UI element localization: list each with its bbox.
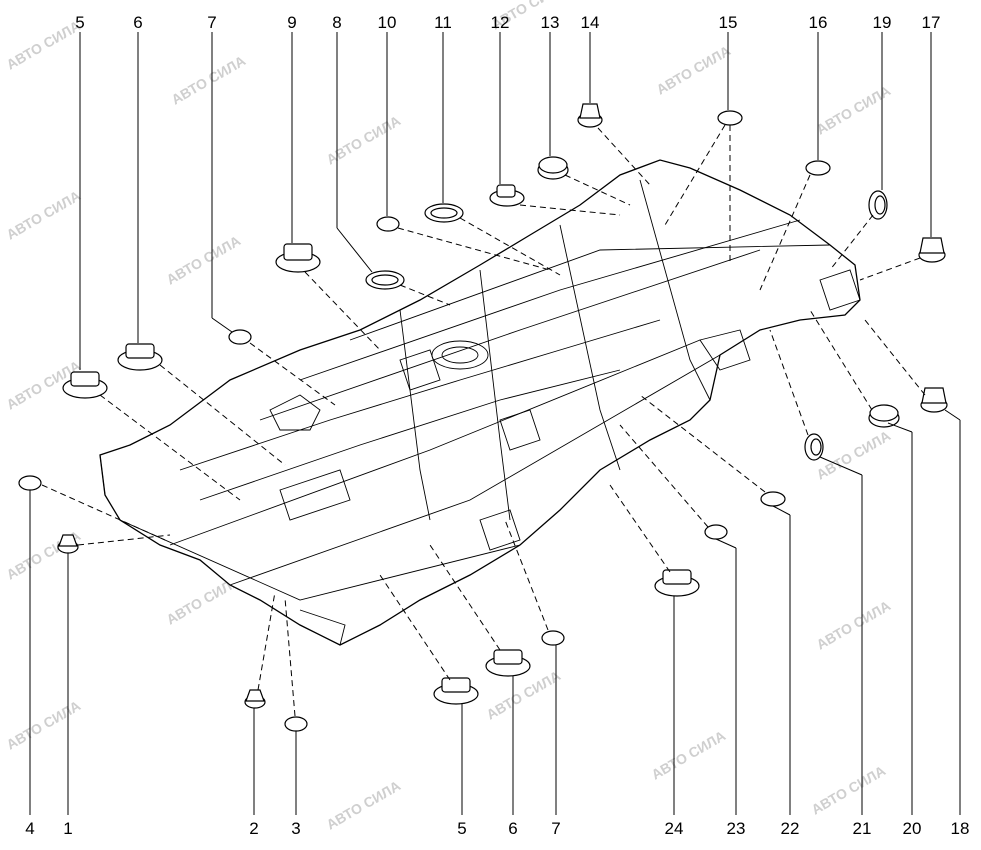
- plug-13: [537, 156, 569, 180]
- watermark: АВТО СИЛА: [484, 667, 564, 722]
- plug-22: [760, 491, 786, 507]
- watermark: АВТО СИЛА: [814, 82, 894, 137]
- top-labels: 5 6 7 9 8 10 11 12 13 14 15 16 19 17: [75, 13, 940, 32]
- watermark: АВТО СИЛА: [4, 697, 84, 752]
- callout-label: 1: [63, 819, 72, 838]
- callout-label: 11: [434, 13, 452, 32]
- plug-20: [868, 404, 900, 428]
- watermark: АВТО СИЛА: [324, 112, 404, 167]
- callout-label: 7: [207, 13, 216, 32]
- watermark: АВТО СИЛА: [654, 42, 734, 97]
- plug-23: [704, 524, 728, 540]
- plug-6-top: [117, 343, 163, 371]
- callout-label: 21: [853, 819, 872, 838]
- callout-label: 6: [508, 819, 517, 838]
- callout-label: 13: [541, 13, 560, 32]
- plug-17: [918, 237, 946, 263]
- callout-label: 20: [903, 819, 922, 838]
- plug-11: [424, 203, 464, 223]
- plug-3: [284, 716, 308, 732]
- callout-label: 3: [291, 819, 300, 838]
- watermark: АВТО СИЛА: [809, 762, 889, 817]
- plug-5-bottom: [433, 677, 479, 705]
- plug-8: [365, 270, 405, 290]
- plug-16: [805, 160, 831, 176]
- leader-lines: [29, 32, 961, 815]
- callout-label: 2: [249, 819, 258, 838]
- callout-label: 18: [951, 819, 970, 838]
- callout-label: 7: [551, 819, 560, 838]
- callout-label: 5: [457, 819, 466, 838]
- callout-label: 4: [25, 819, 34, 838]
- callout-label: 22: [781, 819, 800, 838]
- watermark: АВТО СИЛА: [164, 232, 244, 287]
- callout-label: 15: [719, 13, 738, 32]
- plug-24: [654, 569, 700, 597]
- bottom-labels: 4 1 2 3 5 6 7 24 23 22 21 20 18: [25, 819, 969, 838]
- callout-label: 14: [581, 13, 600, 32]
- callout-label: 10: [378, 13, 397, 32]
- watermark: АВТО СИЛА: [324, 777, 404, 832]
- callout-label: 12: [491, 13, 510, 32]
- callout-label: 19: [873, 13, 892, 32]
- plug-14: [577, 103, 603, 128]
- watermark: АВТО СИЛА: [814, 597, 894, 652]
- plug-15: [717, 110, 743, 126]
- callout-label: 6: [133, 13, 142, 32]
- callout-label: 23: [727, 819, 746, 838]
- callout-label: 16: [809, 13, 828, 32]
- plug-7-top: [228, 329, 252, 345]
- plug-4: [18, 475, 42, 491]
- watermark: АВТО СИЛА: [4, 187, 84, 242]
- plug-21: [804, 433, 824, 461]
- watermark: АВТО СИЛА: [649, 727, 729, 782]
- watermark: АВТО СИЛА: [4, 17, 84, 72]
- plug-2: [244, 689, 266, 709]
- plug-5-top: [62, 371, 108, 399]
- plug-18: [920, 387, 948, 413]
- callout-label: 24: [665, 819, 684, 838]
- plug-6-bottom: [485, 649, 531, 677]
- plug-10: [376, 216, 400, 232]
- plugs: [18, 103, 948, 732]
- plug-9: [275, 243, 321, 273]
- watermark: АВТО СИЛА: [169, 52, 249, 107]
- watermark: АВТО СИЛА: [814, 427, 894, 482]
- callout-label: 17: [922, 13, 941, 32]
- plug-12: [489, 184, 525, 207]
- floor-panel: [99, 159, 861, 646]
- callout-label: 5: [75, 13, 84, 32]
- callout-label: 9: [287, 13, 296, 32]
- plug-19: [868, 190, 888, 220]
- callout-label: 8: [332, 13, 341, 32]
- plug-7-bottom: [541, 630, 565, 646]
